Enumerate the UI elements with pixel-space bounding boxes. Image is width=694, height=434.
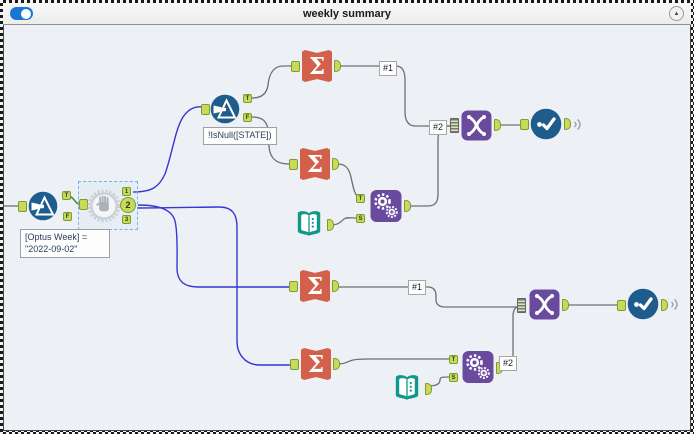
output-anchor[interactable] [562, 299, 569, 311]
collapse-arrow-icon: ▲ [673, 10, 680, 17]
open-book-icon [297, 211, 321, 236]
summarize-tool-2[interactable]: Σ [289, 148, 341, 180]
input-anchor[interactable] [291, 61, 300, 72]
output-anchor[interactable] [661, 299, 668, 311]
filter-tool-optus-week[interactable]: T F [18, 189, 74, 225]
connection-label: #1 [408, 280, 427, 295]
union-tool-1[interactable] [450, 110, 502, 141]
input-anchor[interactable] [290, 359, 299, 370]
annotation-line: "2022-09-02" [25, 243, 78, 254]
summarize-icon: Σ [300, 148, 330, 180]
annotation-line: [Optus Week] = [25, 232, 88, 242]
output-anchor[interactable] [333, 358, 340, 370]
gears-icon [370, 190, 402, 222]
output-anchor[interactable] [327, 219, 334, 231]
summarize-tool-3[interactable]: Σ [289, 270, 341, 302]
check-circle-icon [627, 288, 659, 320]
annotation-optus-week[interactable]: [Optus Week] = "2022-09-02" [20, 229, 110, 259]
connection-wire[interactable] [329, 217, 358, 226]
input-anchor[interactable] [79, 199, 88, 210]
union-tool-2[interactable] [517, 289, 569, 320]
true-anchor[interactable]: T [243, 94, 252, 103]
collapse-button[interactable]: ▲ [669, 6, 684, 21]
connection-label: #2 [499, 356, 518, 371]
output-anchor[interactable] [494, 119, 501, 131]
workflow-title: weekly summary [302, 7, 392, 20]
block-until-done-tool[interactable]: 1 2 3 [78, 181, 138, 229]
source-anchor[interactable]: S [449, 373, 458, 382]
connection-wire[interactable] [251, 116, 292, 165]
check-output-tool-2[interactable] [617, 288, 679, 320]
connection-wire[interactable] [340, 65, 452, 127]
filter-icon [28, 191, 58, 221]
toggle-knob [21, 8, 31, 19]
connection-wire[interactable] [427, 376, 450, 387]
gears-icon [462, 351, 494, 383]
output-anchor-1[interactable]: 1 [122, 187, 131, 196]
filter-icon [210, 94, 240, 124]
true-anchor[interactable]: T [62, 191, 71, 200]
summarize-icon: Σ [300, 270, 330, 302]
check-circle-icon [530, 108, 562, 140]
output-anchor-3[interactable]: 3 [122, 215, 131, 224]
output-anchor-2[interactable]: 2 [120, 197, 136, 213]
workflow-window [3, 3, 691, 431]
connection-label: #2 [429, 120, 448, 135]
output-anchor[interactable] [334, 60, 341, 72]
output-anchor[interactable] [564, 118, 571, 130]
output-anchor[interactable] [332, 280, 339, 292]
union-strands-icon [529, 289, 560, 320]
summarize-icon: Σ [301, 348, 331, 380]
input-anchor[interactable] [201, 104, 210, 115]
false-anchor[interactable]: F [63, 212, 72, 221]
multi-input-anchor[interactable] [450, 118, 459, 133]
filter-tool-state[interactable]: T F [201, 92, 257, 128]
output-anchor[interactable] [332, 158, 339, 170]
connection-wire-selected[interactable] [132, 106, 204, 193]
input-anchor[interactable] [289, 281, 298, 292]
annotation-isnull-state[interactable]: !IsNull([STATE]) [203, 127, 277, 145]
append-fields-tool-2[interactable]: T S [449, 350, 505, 386]
output-anchor[interactable] [404, 200, 411, 212]
append-fields-tool-1[interactable]: T S [356, 189, 412, 225]
input-anchor[interactable] [18, 201, 27, 212]
input-anchor[interactable] [289, 159, 298, 170]
target-anchor[interactable]: T [449, 355, 458, 364]
annotation-line: !IsNull([STATE]) [208, 130, 272, 140]
signal-waves-icon [671, 299, 678, 310]
source-anchor[interactable]: S [356, 214, 365, 223]
connection-wire[interactable] [409, 125, 452, 207]
target-anchor[interactable]: T [356, 194, 365, 203]
connection-wire[interactable] [251, 65, 291, 99]
titlebar: weekly summary ▲ [3, 3, 691, 25]
multi-input-anchor[interactable] [517, 298, 526, 313]
toggle-switch[interactable] [10, 7, 33, 20]
check-output-tool-1[interactable] [520, 108, 582, 140]
input-anchor[interactable] [617, 300, 626, 311]
summarize-icon: Σ [302, 50, 332, 82]
output-anchor[interactable] [425, 383, 432, 395]
hand-icon [87, 189, 121, 223]
connection-wire-selected[interactable] [137, 204, 291, 288]
connection-label: #1 [379, 61, 398, 76]
union-strands-icon [461, 110, 492, 141]
connection-wire[interactable] [337, 286, 518, 308]
input-anchor[interactable] [520, 119, 529, 130]
open-book-icon [395, 375, 419, 400]
signal-waves-icon [574, 119, 581, 130]
book-tool-1[interactable] [294, 208, 336, 238]
summarize-tool-1[interactable]: Σ [291, 50, 343, 82]
connection-wire[interactable] [337, 358, 450, 365]
summarize-tool-4[interactable]: Σ [290, 348, 342, 380]
connection-wire-selected[interactable] [137, 206, 291, 366]
false-anchor[interactable]: F [243, 113, 252, 122]
book-tool-2[interactable] [392, 372, 434, 402]
